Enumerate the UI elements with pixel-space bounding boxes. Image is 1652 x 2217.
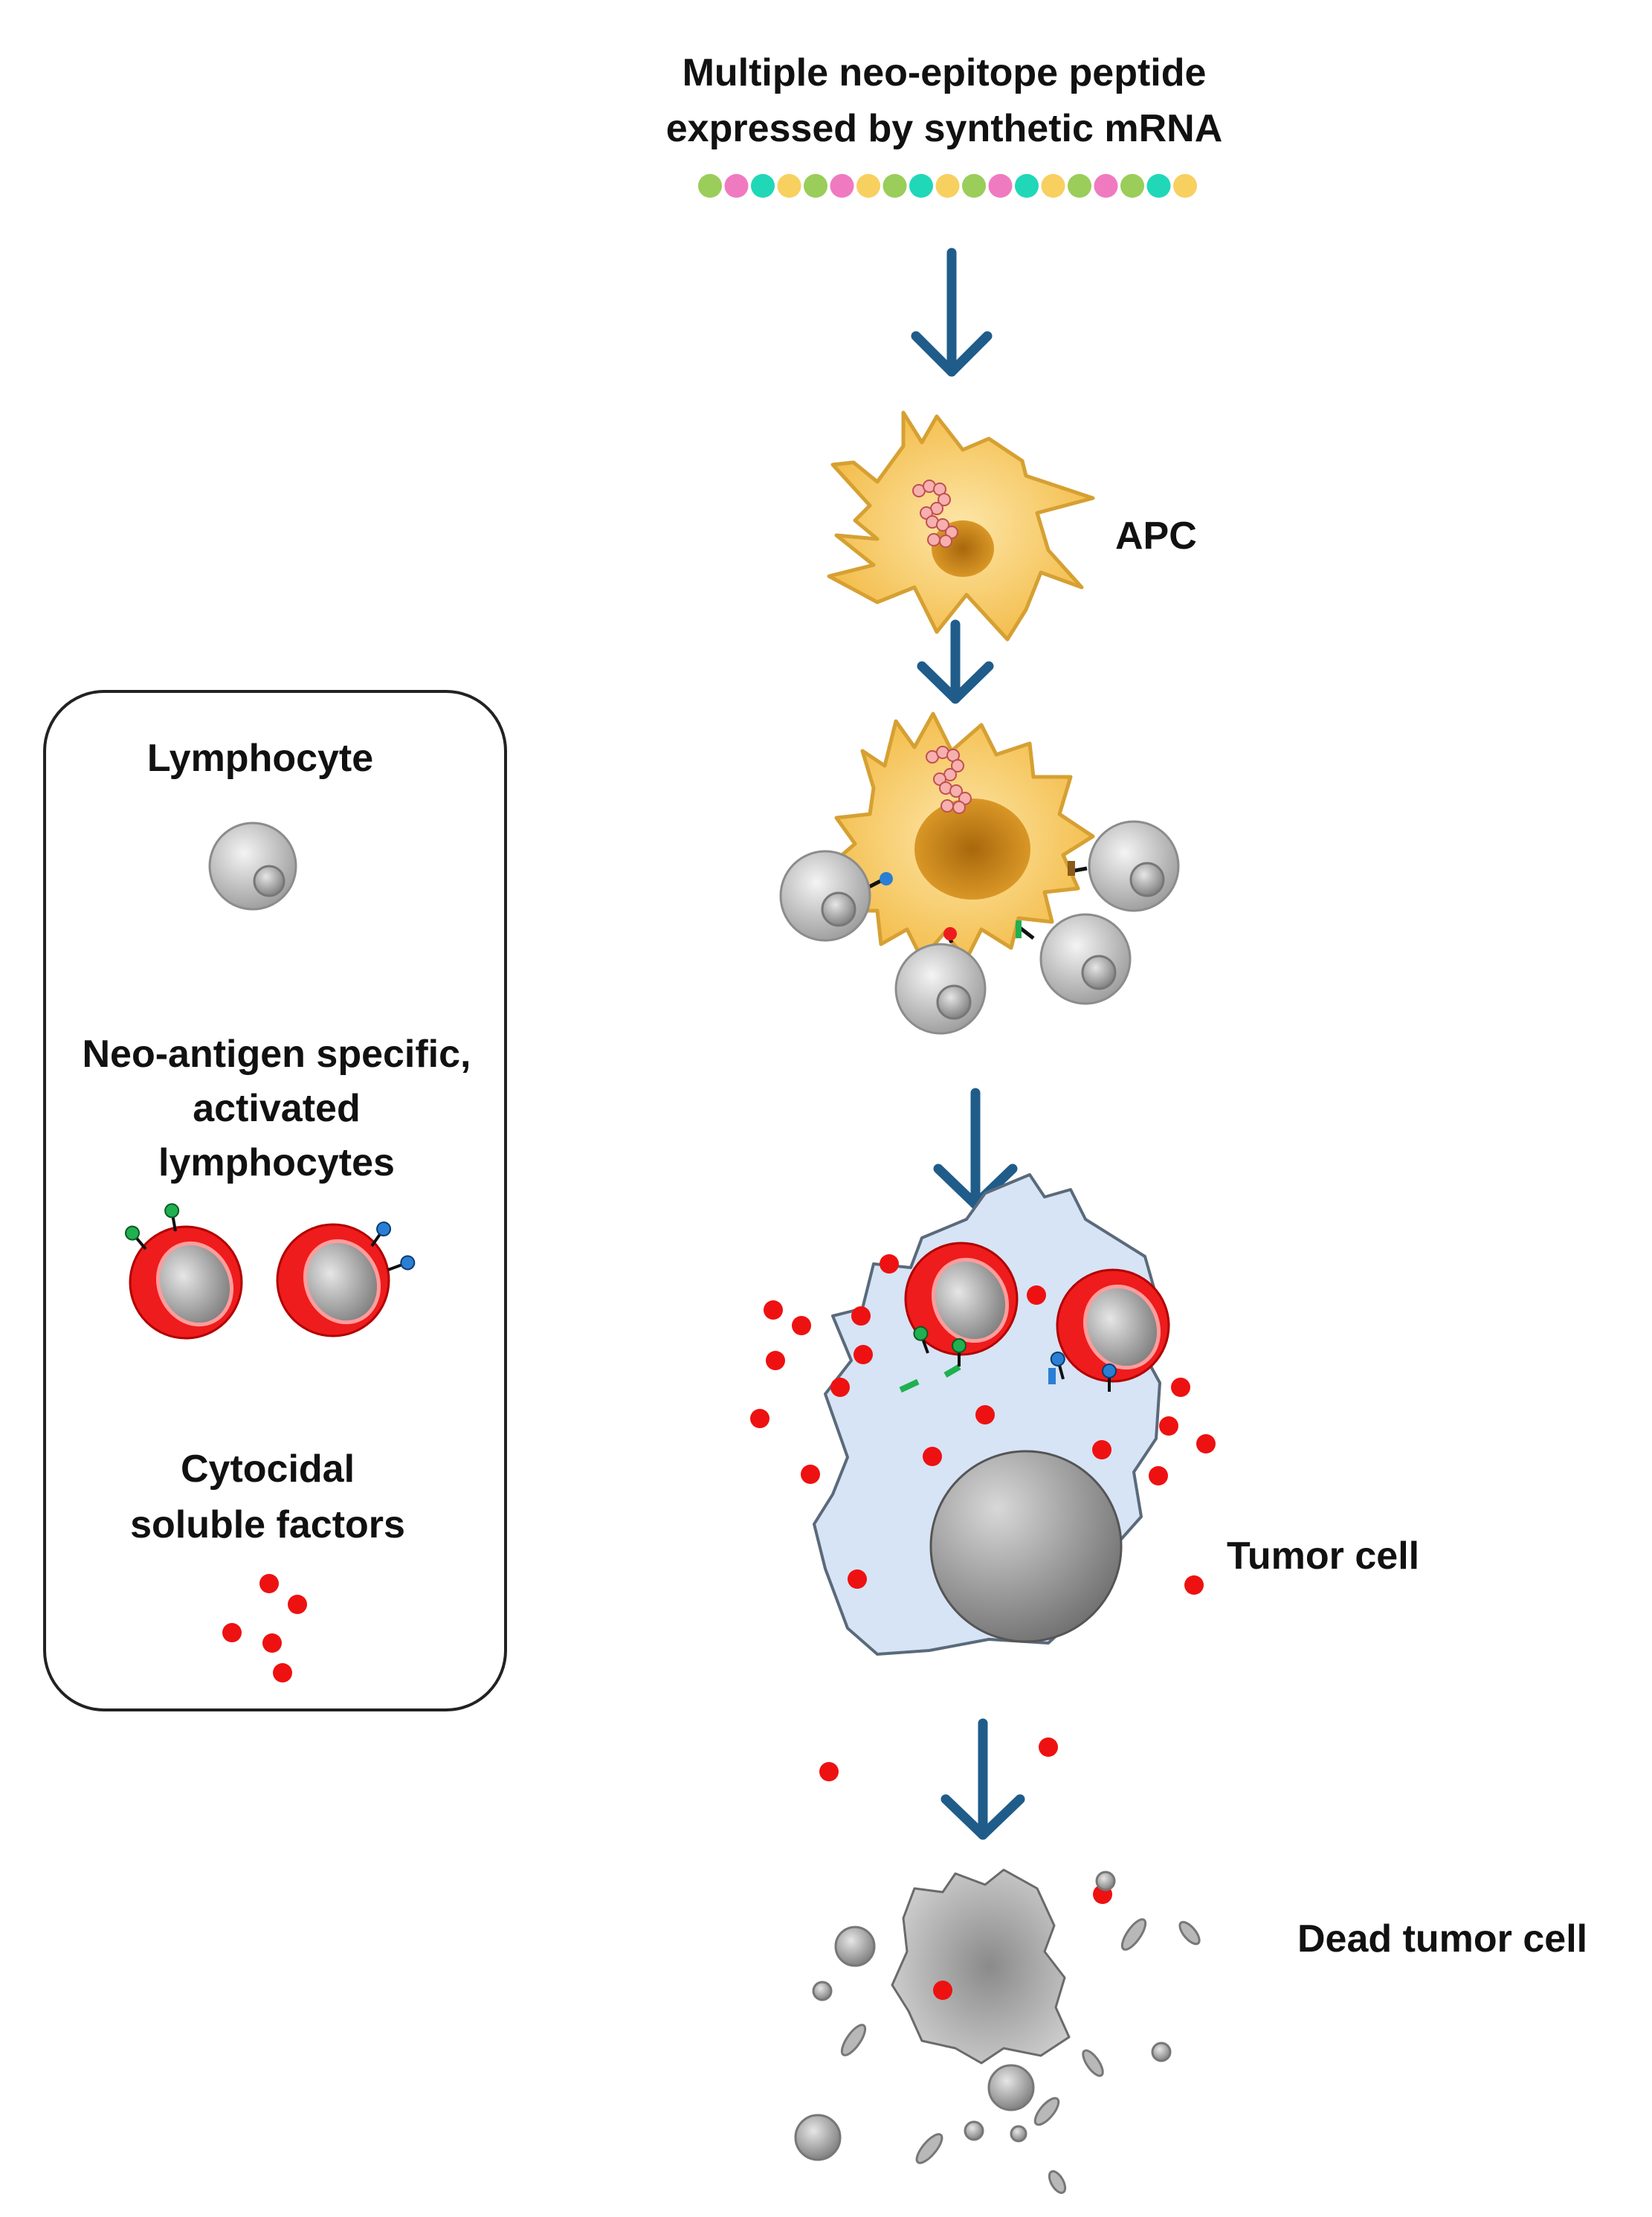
peptide-bead	[804, 174, 827, 198]
down-arrow-icon	[940, 1718, 1025, 1840]
peptide-bead	[1146, 174, 1171, 198]
peptide-bead	[1041, 174, 1065, 198]
peptide-bead	[1068, 174, 1091, 198]
apc-lymphocyte-cluster	[779, 711, 1180, 1035]
cell-fragment-icon	[840, 1918, 1201, 2194]
legend-factors-line-1: Cytocidal	[181, 1448, 355, 1491]
peptide-bead	[830, 174, 854, 198]
tumor-cell-label: Tumor cell	[1227, 1535, 1419, 1578]
legend-activated-line-2: activated	[193, 1087, 360, 1130]
down-arrow-icon	[911, 248, 993, 377]
peptide-bead	[856, 174, 880, 198]
title-line-1: Multiple neo-epitope peptide	[683, 51, 1207, 94]
soluble-factor-dot-icon	[222, 1574, 307, 1682]
peptide-bead	[962, 174, 986, 198]
apc-cell-icon	[827, 410, 1095, 642]
peptide-bead	[988, 174, 1013, 198]
mrna-strand-icon	[912, 480, 958, 548]
title-line-2: expressed by synthetic mRNA	[666, 107, 1223, 150]
apc-label: APC	[1115, 514, 1197, 558]
peptide-bead	[935, 174, 960, 198]
lymphocyte-icon	[208, 822, 297, 911]
legend-factors-line-2: soluble factors	[130, 1503, 405, 1546]
peptide-bead	[724, 174, 749, 198]
peptide-bead	[1173, 174, 1197, 198]
legend-activated-line-3: lymphocytes	[158, 1141, 395, 1184]
legend-box: Lymphocyte Neo-antigen specific, activat…	[43, 690, 507, 1711]
peptide-bead	[698, 174, 722, 198]
dead-tumor-cell-icon	[794, 1868, 1201, 2194]
peptide-bead	[777, 174, 801, 198]
peptide-bead	[751, 174, 775, 198]
down-arrow-icon	[917, 619, 994, 704]
peptide-chain-icon	[698, 174, 1197, 198]
peptide-bead	[1120, 174, 1144, 198]
peptide-bead	[1015, 174, 1039, 198]
soluble-factor-dots	[750, 1254, 1216, 1904]
legend-lymphocyte-label: Lymphocyte	[147, 737, 373, 780]
peptide-bead	[1094, 174, 1118, 198]
dead-tumor-cell-label: Dead tumor cell	[1297, 1917, 1587, 1961]
peptide-bead	[909, 174, 933, 198]
mrna-strand-icon	[926, 746, 972, 814]
cell-debris-icon	[794, 1871, 1172, 2161]
peptide-bead	[883, 174, 907, 198]
legend-activated-line-1: Neo-antigen specific,	[83, 1033, 471, 1076]
